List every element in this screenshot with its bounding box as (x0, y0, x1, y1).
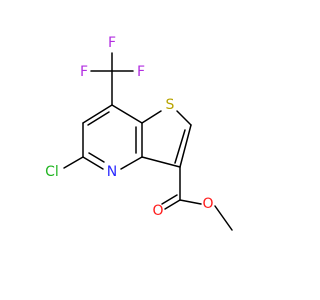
atom-f-left: F (80, 64, 88, 80)
bond-c5-cl (63, 156, 84, 169)
bond-c3-c3a (141, 156, 181, 168)
bond-carbonyl-o (164, 199, 181, 210)
atom-f-right: F (137, 64, 145, 80)
atom-cl: Cl (45, 164, 59, 180)
bond-ester-o-methyl (214, 205, 233, 231)
atom-s: S (166, 97, 175, 113)
bond-s-c2 (176, 110, 192, 126)
bond-carbonyl-o-double (161, 194, 178, 205)
bond-c7a-c7 (111, 104, 143, 124)
atom-labels: F F F S N Cl O O (45, 35, 213, 219)
atom-f-top: F (108, 35, 116, 51)
bond-c7-c6-double (87, 111, 110, 126)
bond-c2-c3-double (174, 129, 186, 164)
bond-c2-c3 (179, 124, 192, 168)
atom-n: N (107, 164, 117, 180)
bond-c5-n (82, 156, 104, 170)
bond-carbonyl-ester-o (179, 199, 202, 205)
molecule-structure-diagram: F F F S N Cl O O (45, 35, 233, 231)
bond-c7-c6 (82, 104, 113, 124)
bond-lines (63, 52, 233, 231)
bond-c5-n-double (88, 152, 105, 163)
bond-n-c3a (120, 156, 143, 170)
bond-c7a-s (141, 110, 162, 124)
atom-o-carbonyl: O (152, 203, 163, 219)
atom-o-ester: O (202, 196, 213, 212)
